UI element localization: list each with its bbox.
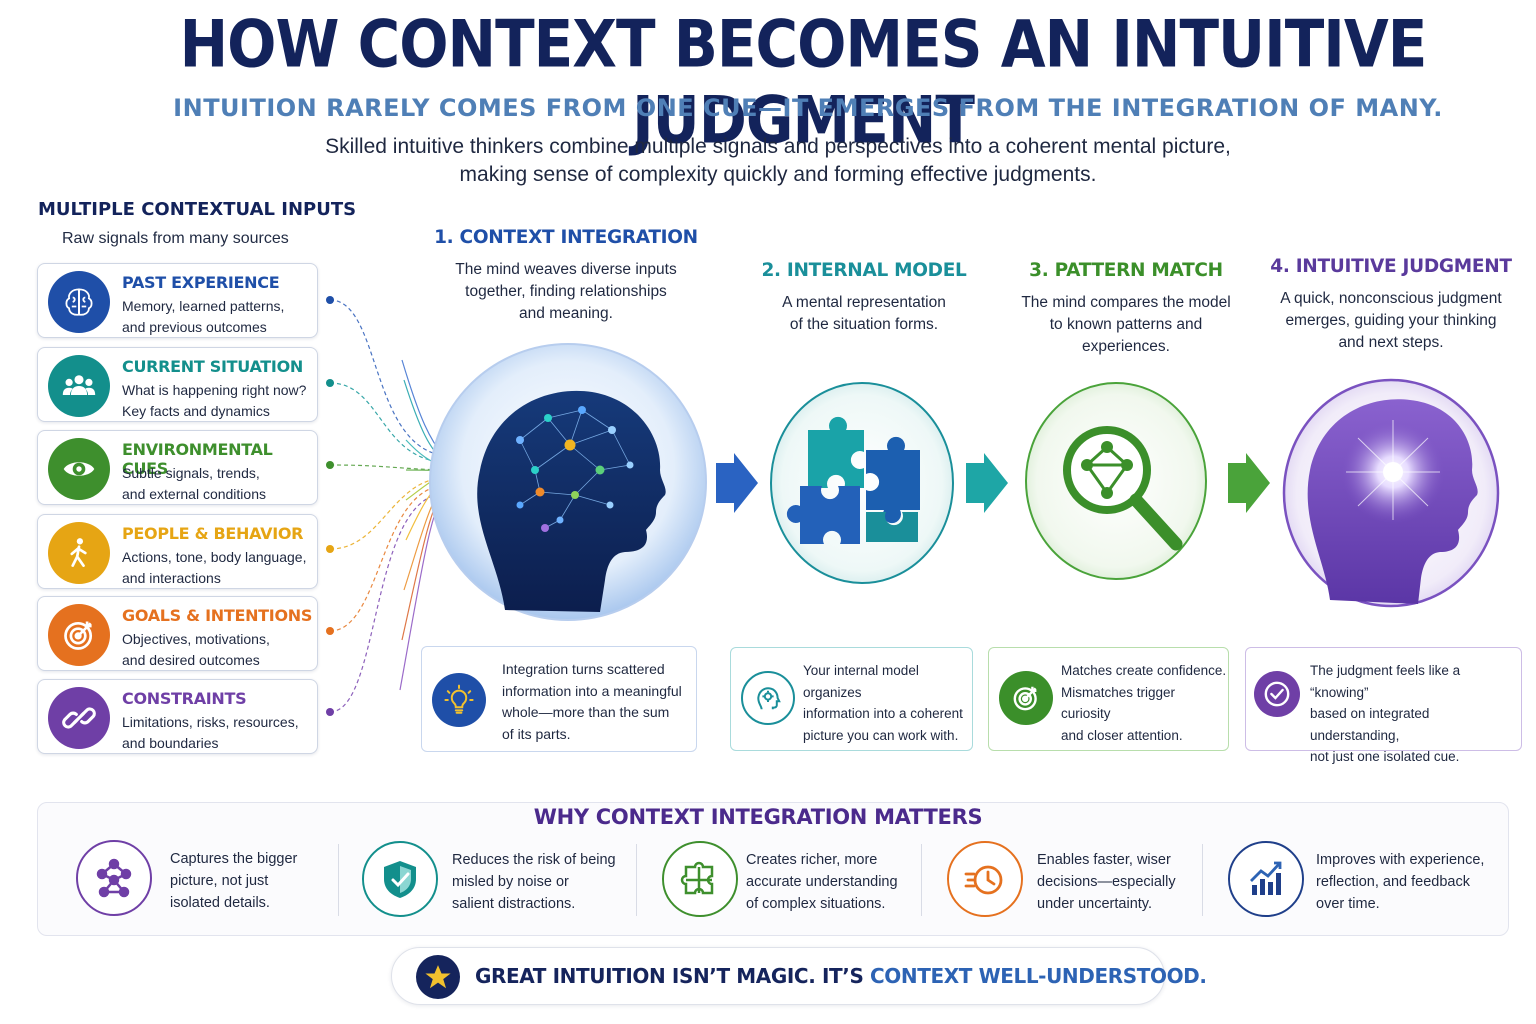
- divider: [338, 844, 339, 916]
- input-title: CONSTRAINTS: [122, 689, 247, 708]
- growth-chart-icon: [1228, 841, 1304, 917]
- connector-dot: [326, 627, 334, 635]
- clock-icon: [947, 841, 1023, 917]
- connector-dot: [326, 545, 334, 553]
- intro-text: Skilled intuitive thinkers combine multi…: [0, 133, 1536, 189]
- input-description: What is happening right now?Key facts an…: [122, 382, 307, 419]
- why-text: Improves with experience,reflection, and…: [1316, 852, 1485, 912]
- input-card-past-experience: PAST EXPERIENCE Memory, learned patterns…: [37, 263, 318, 338]
- head-gear-icon: [741, 671, 795, 725]
- why-heading: WHY CONTEXT INTEGRATION MATTERS: [533, 805, 983, 829]
- divider: [921, 844, 922, 916]
- intro-line: making sense of complexity quickly and f…: [459, 163, 1097, 186]
- note-text: Matches create confidence.Mismatches tri…: [1061, 663, 1227, 743]
- eye-icon: [48, 438, 110, 500]
- step-title-context-integration: 1. CONTEXT INTEGRATION: [434, 227, 698, 248]
- input-description: Objectives, motivations,and desired outc…: [122, 631, 270, 668]
- input-card-current-situation: CURRENT SITUATION What is happening righ…: [37, 347, 318, 422]
- inputs-subheading: Raw signals from many sources: [62, 230, 289, 247]
- shield-icon: [362, 841, 438, 917]
- step-title-pattern-match: 3. PATTERN MATCH: [1029, 260, 1223, 281]
- target-icon: [48, 604, 110, 666]
- check-icon: [1254, 671, 1300, 717]
- walking-person-icon: [48, 522, 110, 584]
- page-subtitle: INTUITION RARELY COMES FROM ONE CUE—IT E…: [173, 94, 1443, 122]
- input-description: Limitations, risks, resources,and bounda…: [122, 714, 299, 751]
- page-title: HOW CONTEXT BECOMES AN INTUITIVE JUDGMEN…: [179, 5, 1428, 159]
- connector-dot: [326, 296, 334, 304]
- connector-dot: [326, 461, 334, 469]
- magnifier-icon: [1025, 382, 1207, 580]
- lightbulb-icon: [432, 673, 486, 727]
- star-icon: [416, 955, 460, 999]
- target-icon: [999, 671, 1053, 725]
- divider: [636, 844, 637, 916]
- brain-icon: [48, 271, 110, 333]
- puzzle-icon: [770, 382, 954, 584]
- input-description: Actions, tone, body language,and interac…: [122, 549, 307, 586]
- step-title-intuitive-judgment: 4. INTUITIVE JUDGMENT: [1270, 256, 1512, 277]
- input-card-goals-intentions: GOALS & INTENTIONS Objectives, motivatio…: [37, 596, 318, 671]
- arrow-right-icon: [1228, 453, 1270, 513]
- input-card-environmental-cues: ENVIRONMENTAL CUES Subtle signals, trend…: [37, 430, 318, 505]
- input-title: GOALS & INTENTIONS: [122, 606, 313, 625]
- arrow-right-icon: [966, 453, 1008, 513]
- context-integration-head-icon: [429, 343, 707, 621]
- inputs-heading: MULTIPLE CONTEXTUAL INPUTS: [38, 199, 357, 220]
- input-title: ENVIRONMENTAL CUES: [122, 440, 273, 478]
- note-box-pattern-match: Matches create confidence.Mismatches tri…: [988, 647, 1229, 751]
- intuition-head-icon: [1282, 378, 1500, 608]
- input-title: PEOPLE & BEHAVIOR: [122, 524, 304, 543]
- bottom-banner: GREAT INTUITION ISN’T MAGIC. IT’S CONTEX…: [391, 947, 1207, 1005]
- input-title: CURRENT SITUATION: [122, 357, 303, 376]
- input-description: Memory, learned patterns,and previous ou…: [122, 298, 285, 335]
- input-card-constraints: CONSTRAINTS Limitations, risks, resource…: [37, 679, 318, 754]
- puzzle-piece-icon: [662, 841, 738, 917]
- intro-line: Skilled intuitive thinkers combine multi…: [325, 135, 1231, 158]
- input-title: PAST EXPERIENCE: [122, 273, 280, 292]
- connector-dot: [326, 708, 334, 716]
- arrow-right-icon: [716, 453, 758, 513]
- note-box-intuitive-judgment: The judgment feels like a “knowing”based…: [1245, 647, 1522, 764]
- divider: [1202, 844, 1203, 916]
- connector-dot: [326, 379, 334, 387]
- step-title-internal-model: 2. INTERNAL MODEL: [761, 260, 967, 281]
- input-description: Subtle signals, trends,and external cond…: [122, 465, 266, 502]
- link-icon: [48, 687, 110, 749]
- people-icon: [48, 355, 110, 417]
- network-icon: [76, 840, 152, 916]
- input-card-people-behavior: PEOPLE & BEHAVIOR Actions, tone, body la…: [37, 514, 318, 589]
- note-text: The judgment feels like a “knowing”based…: [1310, 663, 1461, 764]
- banner-message: GREAT INTUITION ISN’T MAGIC. IT’S CONTEX…: [475, 964, 1207, 988]
